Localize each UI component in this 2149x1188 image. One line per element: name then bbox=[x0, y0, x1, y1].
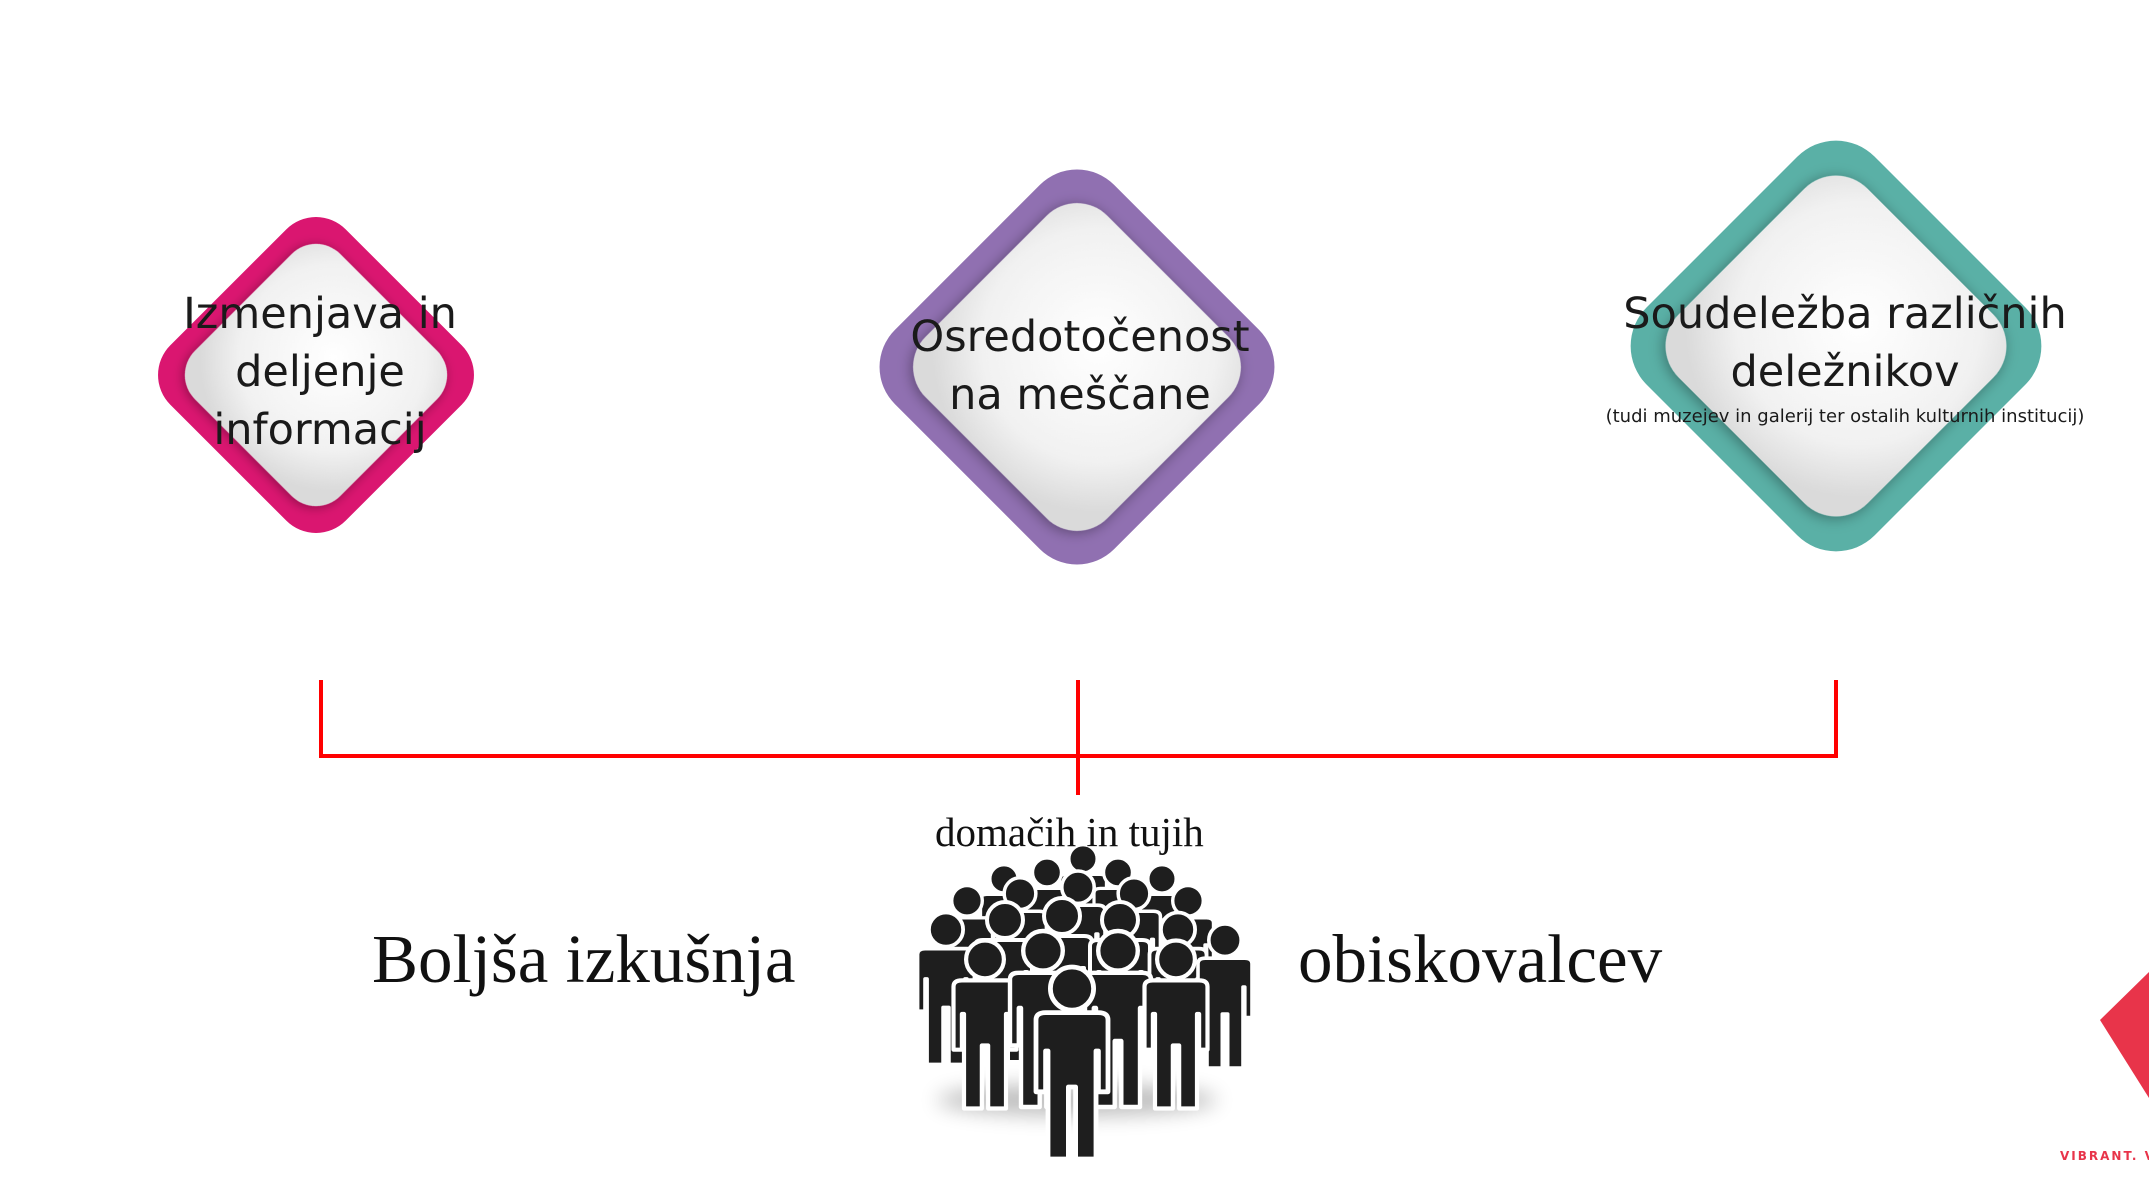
card-stakeholders-line-2: deležnikov bbox=[1730, 347, 1960, 397]
card-citizens-line-2: na meščane bbox=[949, 370, 1211, 420]
diamond-card-citizens bbox=[879, 169, 1275, 565]
card-exchange-line-3: informacij bbox=[213, 405, 427, 455]
card-exchange-line-1: Izmenjava in bbox=[183, 289, 457, 339]
card-exchange-line-2: deljenje bbox=[235, 347, 405, 397]
card-stakeholders-text: Soudeležba različnih deležnikov (tudi mu… bbox=[1605, 285, 2085, 429]
people-crowd-icon bbox=[915, 843, 1254, 1162]
diamond-card-exchange bbox=[158, 217, 474, 533]
brand-tagline: VIBRANT. V bbox=[2060, 1149, 2149, 1163]
brand-corner-mark bbox=[2100, 972, 2149, 1098]
person-silhouette bbox=[1033, 964, 1111, 1162]
card-citizens-line-1: Osredotočenost bbox=[910, 312, 1250, 362]
phrase-visitors: obiskovalcev bbox=[1298, 921, 1663, 997]
card-stakeholders-note: (tudi muzejev in galerij ter ostalih kul… bbox=[1605, 406, 2085, 427]
card-exchange-text: Izmenjava in deljenje informacij bbox=[135, 285, 505, 459]
phrase-better-experience: Boljša izkušnja bbox=[372, 921, 796, 997]
connector-lines bbox=[319, 680, 1838, 795]
person-silhouette bbox=[1196, 922, 1254, 1070]
card-stakeholders-line-1: Soudeležba različnih bbox=[1623, 289, 2067, 339]
visitors-qualifier: domačih in tujih bbox=[935, 809, 1204, 855]
diamond-card-stakeholders bbox=[1630, 140, 2042, 552]
card-citizens-text: Osredotočenost na meščane bbox=[880, 308, 1280, 424]
person-silhouette bbox=[1142, 938, 1210, 1111]
